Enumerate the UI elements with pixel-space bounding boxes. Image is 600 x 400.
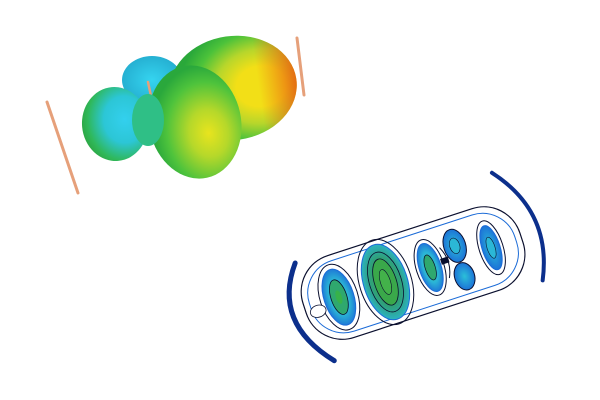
- nodal-curve: [439, 247, 451, 279]
- axis-rod-right: [295, 36, 306, 97]
- contour-hole: [309, 304, 327, 318]
- outer-contour-arc-left: [286, 260, 337, 364]
- density-contour-slice: [286, 170, 546, 364]
- outer-contour-arc-right: [489, 170, 546, 283]
- outer-contour-shell: [300, 206, 526, 340]
- contour-lobe-left: [317, 263, 361, 331]
- contour-lobe-small-b: [453, 262, 476, 291]
- axis-rod-inner: [146, 80, 153, 98]
- orbital-neck: [132, 94, 164, 146]
- contour-lobe-small-a: [442, 228, 467, 263]
- orbital-small-lobe: [81, 87, 149, 161]
- contour-lobe-far-right: [476, 220, 506, 276]
- contour-lobe-center: [356, 238, 415, 326]
- outer-contour-shell-2: [307, 212, 519, 334]
- orbital-isosurface: [45, 35, 306, 195]
- orbital-front-lobe: [148, 65, 242, 179]
- axis-rod-left: [45, 100, 80, 195]
- contour-lobe-right: [413, 239, 447, 296]
